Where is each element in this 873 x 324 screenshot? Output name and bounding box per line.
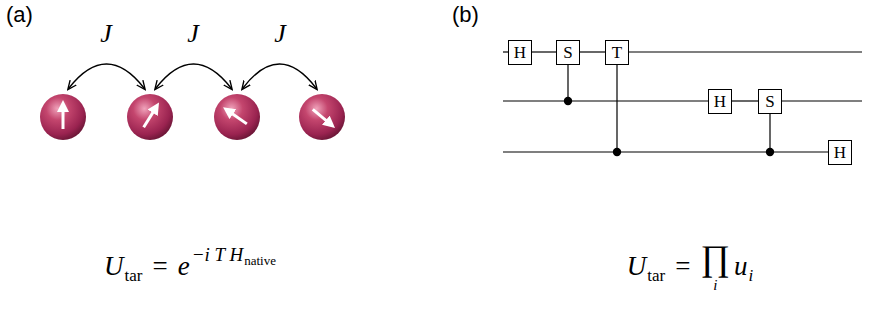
spin — [40, 94, 86, 140]
equation-subscript: i — [749, 265, 754, 285]
wire-segment — [580, 51, 605, 52]
spin-arrow — [144, 108, 156, 128]
qubit-wire — [782, 100, 862, 101]
equation-symbol: u — [734, 251, 748, 282]
coupling-arrow — [156, 64, 231, 88]
equation: Utar=∏iui — [627, 240, 754, 293]
spin-sphere — [127, 94, 173, 140]
qubit-wire — [503, 100, 708, 101]
control-line — [567, 65, 568, 102]
spin-sphere — [299, 94, 345, 140]
equation-symbol: U — [104, 251, 124, 282]
control-dot — [564, 97, 572, 105]
wire-segment — [732, 100, 758, 101]
equation-subscript: native — [244, 252, 276, 268]
gate-label: H — [514, 44, 526, 61]
spin-arrow — [313, 109, 331, 124]
gate-label: H — [834, 144, 846, 161]
equation: Utar=e−i T Hnative — [104, 251, 276, 282]
qubit-wire — [503, 151, 828, 152]
coupling-label: J — [100, 19, 112, 49]
spin — [299, 94, 345, 140]
gate-box: H — [828, 140, 852, 165]
coupling-label: J — [187, 19, 199, 49]
control-dot — [613, 148, 621, 156]
equation-subscript: tar — [647, 265, 665, 285]
coupling-arrow — [243, 64, 316, 88]
coupling-arcs — [69, 64, 316, 88]
control-line — [769, 114, 770, 153]
gate-label: S — [563, 44, 572, 61]
gate-box: H — [508, 40, 532, 65]
coupling-arrow — [69, 64, 144, 88]
gate-box: S — [556, 40, 580, 65]
equation-operator: = — [152, 251, 167, 282]
control-line — [616, 65, 617, 153]
equation-symbol: e — [178, 251, 190, 282]
gate-box: H — [708, 89, 732, 114]
coupling-label: J — [274, 19, 286, 49]
equation-operator: = — [675, 251, 690, 282]
spin-sphere — [214, 94, 260, 140]
equation-subscript: tar — [125, 265, 143, 285]
qubit-wire — [629, 51, 862, 52]
spin-arrow — [62, 106, 65, 129]
wire-segment — [532, 51, 556, 52]
equation-exponent: −i T H — [192, 243, 244, 265]
circuit-wires — [503, 52, 862, 156]
equation-symbol: U — [627, 251, 647, 282]
spin-chain — [40, 94, 345, 140]
gate-label: H — [714, 93, 726, 110]
gate-label: S — [765, 93, 774, 110]
spin — [214, 94, 260, 140]
gate-box: S — [758, 89, 782, 114]
product-sign: ∏ — [700, 240, 730, 276]
product-index: i — [713, 278, 717, 293]
product: ∏i — [700, 240, 730, 293]
spin-arrow — [228, 111, 247, 124]
spin-sphere — [40, 94, 86, 140]
exponent: −i T Hnative — [192, 243, 276, 265]
control-dot — [766, 148, 774, 156]
panel-label: (b) — [452, 2, 479, 28]
gate-box: T — [605, 40, 629, 65]
panel-label: (a) — [6, 2, 33, 28]
spin — [127, 94, 173, 140]
gate-label: T — [612, 44, 622, 61]
